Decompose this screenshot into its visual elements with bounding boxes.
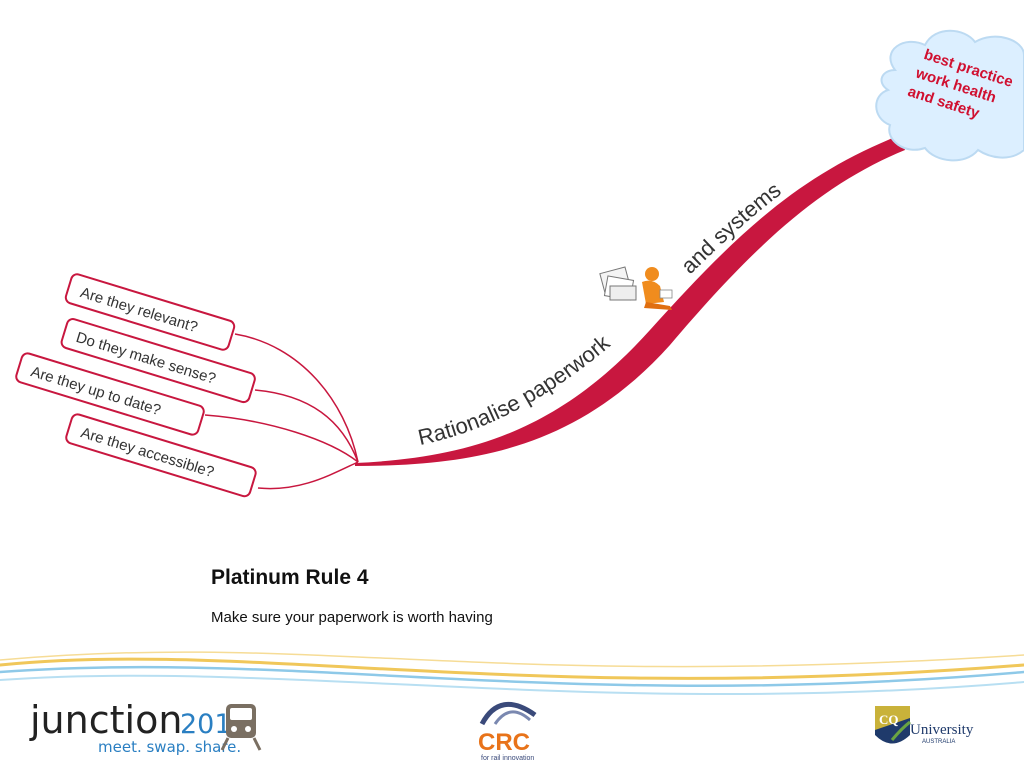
crc-name: CRC [478,729,530,756]
crc-logo: CRC for rail innovation [478,701,537,762]
footer-swoosh [0,651,1024,696]
slide-title: Platinum Rule 4 [211,566,369,589]
junction-word: junction [29,698,182,742]
cqu-shield-icon [875,706,911,744]
cqu-prefix: CQ [879,712,899,727]
main-branch [355,135,905,466]
crc-tagline: for rail innovation [481,755,534,762]
cqu-name: University [910,722,974,738]
cqu-country: AUSTRALIA [922,739,955,745]
junction-tagline: meet. swap. share. [98,738,241,756]
crc-arch-icon [479,701,537,726]
cqu-logo: CQ University AUSTRALIA [875,706,974,745]
slide-subtitle: Make sure your paperwork is worth having [211,609,493,626]
safety-cloud: best practice work health and safety [875,29,1024,162]
junction-logo: junction 2013 meet. swap. share. [29,698,262,756]
train-icon [220,704,262,751]
paperwork-person-icon [599,266,673,310]
question-connectors [204,333,359,490]
